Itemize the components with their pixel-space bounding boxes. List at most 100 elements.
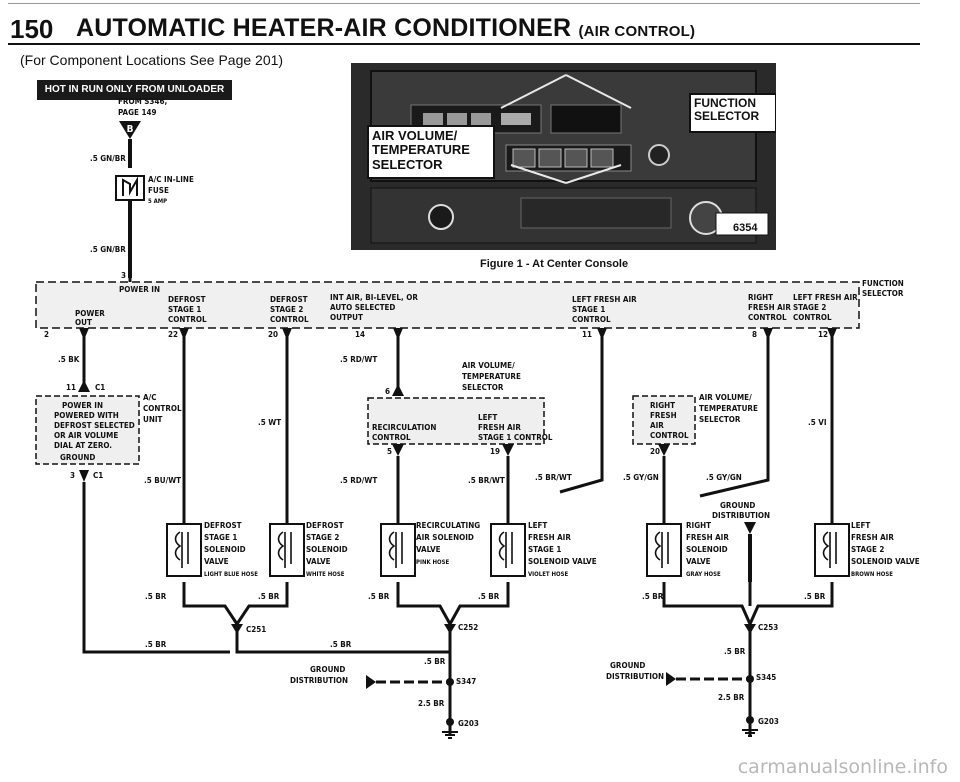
svg-text:CONTROL: CONTROL — [748, 313, 787, 322]
wire-labels: .5 BU/WT .5 WT .5 RD/WT .5 BR/WT .5 BR/W… — [144, 418, 827, 485]
connector-c251: C251 — [246, 625, 266, 634]
svg-text:.5 BU/WT: .5 BU/WT — [144, 476, 181, 485]
svg-text:LEFT: LEFT — [851, 521, 870, 530]
svg-text:SOLENOID VALVE: SOLENOID VALVE — [851, 557, 920, 566]
svg-text:SOLENOID: SOLENOID — [686, 545, 728, 554]
splice-s345: S345 — [756, 673, 776, 682]
solenoid-defrost-2: DEFROST STAGE 2 SOLENOID VALVE WHITE HOS… — [269, 517, 348, 578]
svg-text:.5 BR: .5 BR — [145, 640, 167, 649]
splice-s347: S347 — [456, 677, 476, 686]
svg-text:LEFT FRESH AIR: LEFT FRESH AIR — [572, 295, 637, 304]
svg-text:OR AIR VOLUME: OR AIR VOLUME — [54, 431, 118, 440]
page-header: 150 AUTOMATIC HEATER-AIR CONDITIONER (AI… — [0, 0, 960, 70]
svg-text:14: 14 — [355, 330, 365, 339]
callout-air-volume: AIR VOLUME/ TEMPERATURE SELECTOR — [367, 125, 495, 179]
ac-inline-fuse — [115, 175, 145, 201]
svg-text:PINK HOSE: PINK HOSE — [416, 559, 450, 566]
selector-output-wires — [82, 278, 834, 530]
svg-text:.5 WT: .5 WT — [258, 418, 281, 427]
function-selector-label-2: SELECTOR — [862, 289, 904, 298]
svg-text:POWERED WITH: POWERED WITH — [54, 411, 119, 420]
fuse-label-1: A/C IN-LINE — [148, 175, 194, 184]
page-subtitle: (AIR CONTROL) — [578, 23, 696, 40]
svg-text:STAGE 2: STAGE 2 — [270, 305, 303, 314]
source-feed: FROM S346, PAGE 149 B .5 GN/BR A/C IN-LI… — [90, 97, 194, 280]
ground-distribution-arrow — [744, 522, 756, 534]
svg-text:.5 VI: .5 VI — [808, 418, 827, 427]
top-rule — [8, 3, 920, 4]
connector-c252: C252 — [458, 623, 478, 632]
svg-text:VALVE: VALVE — [416, 545, 441, 554]
svg-text:CONTROL: CONTROL — [270, 315, 309, 324]
solenoid-right-fresh: RIGHT FRESH AIR SOLENOID VALVE GRAY HOSE — [646, 517, 729, 578]
svg-text:VALVE: VALVE — [204, 557, 229, 566]
svg-text:FRESH AIR: FRESH AIR — [686, 533, 729, 542]
watermark: carmanualsonline.info — [737, 756, 948, 778]
svg-text:2.5 BR: 2.5 BR — [718, 693, 745, 702]
svg-text:2: 2 — [44, 330, 49, 339]
svg-text:.5 GY/GN: .5 GY/GN — [623, 473, 659, 482]
ground-distribution-top-2: DISTRIBUTION — [712, 511, 770, 520]
svg-text:LEFT: LEFT — [478, 413, 497, 422]
svg-text:.5 BR: .5 BR — [330, 640, 352, 649]
fuse-label-3: 5 AMP — [148, 198, 167, 205]
svg-text:.5 RD/WT: .5 RD/WT — [340, 476, 377, 485]
power-in-label: POWER IN — [119, 285, 160, 294]
svg-text:INT AIR, BI-LEVEL, OR: INT AIR, BI-LEVEL, OR — [330, 293, 418, 302]
svg-text:DEFROST: DEFROST — [270, 295, 308, 304]
svg-text:RIGHT: RIGHT — [650, 401, 675, 410]
wire-label-gnbr-1: .5 GN/BR — [90, 154, 126, 163]
svg-text:.5 BR: .5 BR — [145, 592, 167, 601]
svg-text:.5 BR/WT: .5 BR/WT — [535, 473, 572, 482]
svg-text:SOLENOID VALVE: SOLENOID VALVE — [528, 557, 597, 566]
svg-text:VIOLET HOSE: VIOLET HOSE — [528, 571, 568, 578]
svg-text:22: 22 — [168, 330, 178, 339]
svg-text:STAGE 1: STAGE 1 — [204, 533, 237, 542]
svg-text:DIAL AT ZERO.: DIAL AT ZERO. — [54, 441, 112, 450]
svg-text:RIGHT: RIGHT — [748, 293, 773, 302]
pin-markers — [79, 328, 837, 340]
svg-text:AIR VOLUME/: AIR VOLUME/ — [699, 393, 752, 402]
svg-text:.5 BR: .5 BR — [478, 592, 500, 601]
svg-text:RECIRCULATING: RECIRCULATING — [416, 521, 480, 530]
solenoid-left-fresh-1: LEFT FRESH AIR STAGE 1 SOLENOID VALVE VI… — [490, 517, 597, 578]
svg-text:6: 6 — [385, 387, 390, 396]
svg-text:.5 BR: .5 BR — [724, 647, 746, 656]
source-from: FROM S346, — [118, 97, 167, 106]
svg-text:2.5 BR: 2.5 BR — [418, 699, 445, 708]
svg-text:SELECTOR: SELECTOR — [462, 383, 504, 392]
svg-text:CONTROL: CONTROL — [793, 313, 832, 322]
page-number: 150 — [10, 14, 54, 44]
svg-text:3: 3 — [70, 471, 75, 480]
bus-b-marker — [119, 121, 141, 139]
svg-text:.5 BR: .5 BR — [424, 657, 446, 666]
svg-text:RECIRCULATION: RECIRCULATION — [372, 423, 436, 432]
svg-text:SOLENOID: SOLENOID — [306, 545, 348, 554]
svg-text:CONTROL: CONTROL — [168, 315, 207, 324]
svg-text:GRAY HOSE: GRAY HOSE — [686, 571, 721, 578]
svg-text:.5 BR: .5 BR — [368, 592, 390, 601]
svg-text:AIR SOLENOID: AIR SOLENOID — [416, 533, 474, 542]
svg-text:CONTROL: CONTROL — [372, 433, 411, 442]
svg-text:.5 BR/WT: .5 BR/WT — [468, 476, 505, 485]
solenoid-defrost-1: DEFROST STAGE 1 SOLENOID VALVE LIGHT BLU… — [166, 517, 258, 578]
ground-distribution-top-1: GROUND — [720, 501, 755, 510]
svg-text:SELECTOR: SELECTOR — [699, 415, 741, 424]
svg-text:UNIT: UNIT — [143, 415, 163, 424]
svg-text:.5 RD/WT: .5 RD/WT — [340, 355, 377, 364]
ground-return-wires — [182, 582, 834, 735]
svg-text:AIR: AIR — [650, 421, 664, 430]
air-volume-selector-center: .5 RD/WT AIR VOLUME/ TEMPERATURE SELECTO… — [340, 355, 553, 524]
air-volume-selector-right: RIGHT FRESH AIR CONTROL AIR VOLUME/ TEMP… — [632, 393, 758, 524]
svg-text:STAGE 2: STAGE 2 — [793, 303, 826, 312]
console-photo: AIR VOLUME/ TEMPERATURE SELECTOR FUNCTIO… — [351, 63, 776, 250]
svg-text:CONTROL: CONTROL — [143, 404, 182, 413]
svg-text:DISTRIBUTION: DISTRIBUTION — [606, 672, 664, 681]
svg-text:LEFT: LEFT — [528, 521, 547, 530]
function-selector-label-1: FUNCTION — [862, 279, 904, 288]
svg-text:AIR VOLUME/: AIR VOLUME/ — [462, 361, 515, 370]
svg-text:LIGHT BLUE HOSE: LIGHT BLUE HOSE — [204, 571, 258, 578]
svg-text:AUTO SELECTED: AUTO SELECTED — [330, 303, 395, 312]
connectors: C251 C252 C253 — [231, 623, 778, 634]
